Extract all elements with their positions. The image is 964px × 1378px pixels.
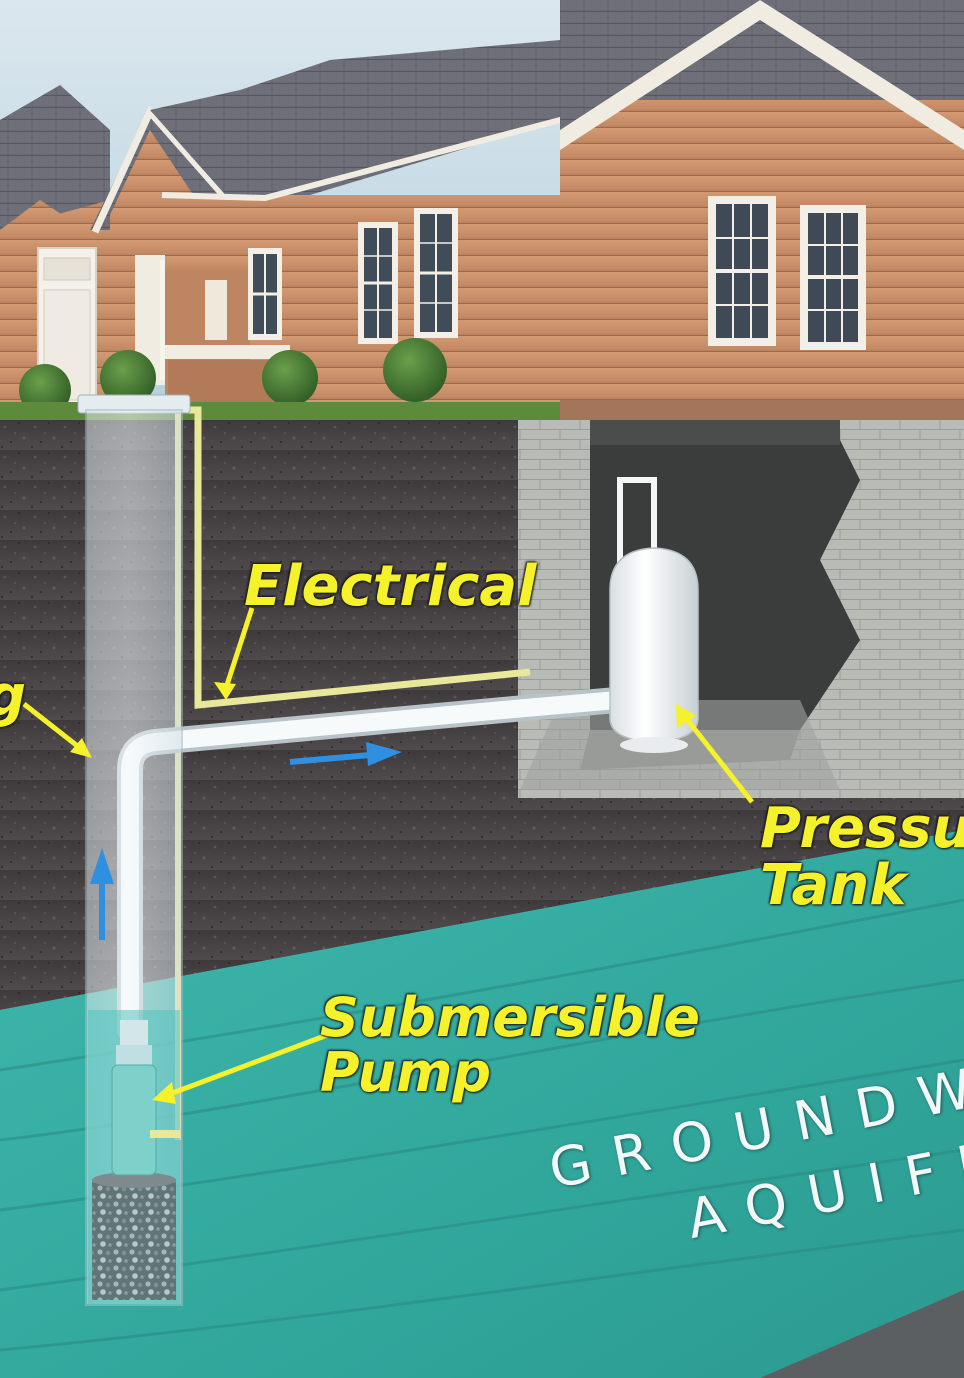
house: [0, 0, 964, 422]
bedrock: [760, 1290, 964, 1378]
submersible-pump: [111, 1020, 180, 1176]
callout-arrows: [22, 607, 754, 1104]
pressure-tank-label: Pressure Tank: [760, 800, 964, 914]
electrical-label: Electrical: [244, 554, 537, 619]
pressure-tank-label-line1: Pressure: [760, 796, 964, 861]
arrow-right-icon: [289, 742, 402, 766]
submersible-pump-label-line1: Submersible: [320, 986, 700, 1049]
pressure-tank: [609, 477, 699, 753]
pressure-tank-label-line2: Tank: [760, 853, 907, 919]
arrow-up-icon: [90, 848, 114, 940]
aquifer-layer: [0, 830, 964, 1378]
submersible-pump-label-line2: Pump: [320, 1041, 492, 1105]
submersible-pump-label: Submersible Pump: [320, 990, 700, 1100]
basement: [518, 420, 964, 798]
shrubs: [19, 338, 447, 416]
well-casing-label: g: [0, 668, 26, 725]
